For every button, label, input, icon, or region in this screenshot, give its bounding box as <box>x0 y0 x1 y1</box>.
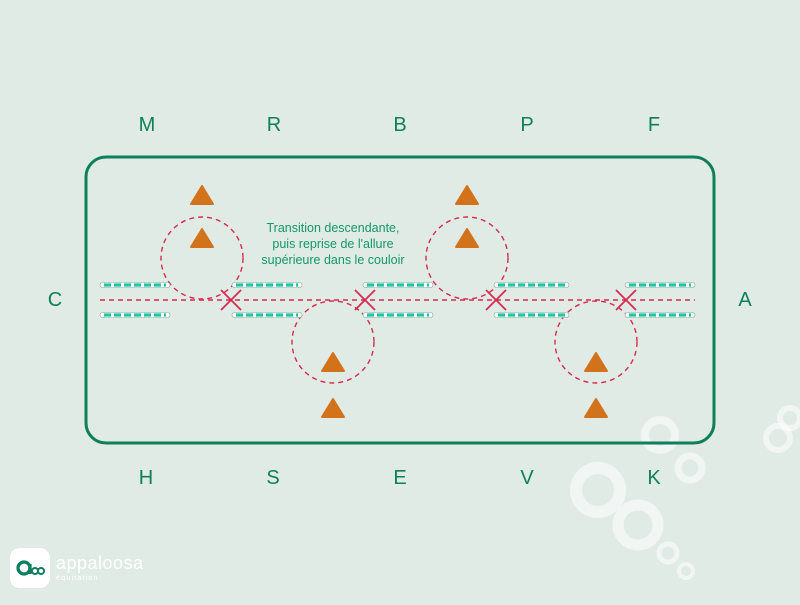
letter-f: F <box>647 114 661 136</box>
cones <box>190 185 608 418</box>
letter-k: K <box>647 467 661 489</box>
letter-a: A <box>738 289 752 311</box>
ground-pole-icon <box>99 282 171 288</box>
transition-cross-icon <box>354 289 376 311</box>
transition-cross-icon <box>485 289 507 311</box>
transition-cross-icon <box>615 289 637 311</box>
ground-pole-icon <box>624 282 696 288</box>
cone-icon <box>321 398 345 418</box>
letter-b: B <box>393 114 407 136</box>
ground-pole-icon <box>624 312 696 318</box>
decorative-rings <box>570 405 800 580</box>
letter-p: P <box>520 114 534 136</box>
letter-s: S <box>266 467 280 489</box>
letter-v: V <box>520 467 534 489</box>
letter-h: H <box>138 467 154 489</box>
arena-border <box>84 155 716 445</box>
transition-note-line: puis reprise de l'allure <box>272 237 394 251</box>
logo-name: appaloosa <box>56 553 144 574</box>
transition-crosses <box>220 289 637 311</box>
letter-r: R <box>266 114 282 136</box>
volte-circle <box>425 216 509 300</box>
volte-circle <box>291 300 375 384</box>
ground-pole-icon <box>99 312 171 318</box>
ground-poles <box>99 282 696 318</box>
cone-icon <box>584 398 608 418</box>
cone-icon <box>321 352 345 372</box>
transition-note-line: supérieure dans le couloir <box>261 253 405 267</box>
letter-c: C <box>47 289 63 311</box>
logo-icon <box>10 548 50 588</box>
cone-icon <box>455 228 479 248</box>
ground-pole-icon <box>493 282 570 288</box>
cone-icon <box>190 228 214 248</box>
volte-circle <box>554 300 638 384</box>
cone-icon <box>584 352 608 372</box>
volte-circles <box>160 216 638 384</box>
logo-text: appaloosa équitation <box>56 554 144 582</box>
ground-pole-icon <box>362 282 434 288</box>
appaloosa-logo: appaloosa équitation <box>10 548 144 588</box>
transition-note: Transition descendante, puis reprise de … <box>238 220 428 268</box>
ground-pole-icon <box>231 282 303 288</box>
letter-m: M <box>138 114 156 136</box>
volte-circle <box>160 216 244 300</box>
letter-e: E <box>393 467 407 489</box>
cone-icon <box>455 185 479 205</box>
logo-subtitle: équitation <box>56 573 99 583</box>
transition-note-line: Transition descendante, <box>266 221 400 235</box>
ground-pole-icon <box>362 312 434 318</box>
ground-pole-icon <box>231 312 303 318</box>
ground-pole-icon <box>493 312 570 318</box>
transition-cross-icon <box>220 289 242 311</box>
cone-icon <box>190 185 214 205</box>
